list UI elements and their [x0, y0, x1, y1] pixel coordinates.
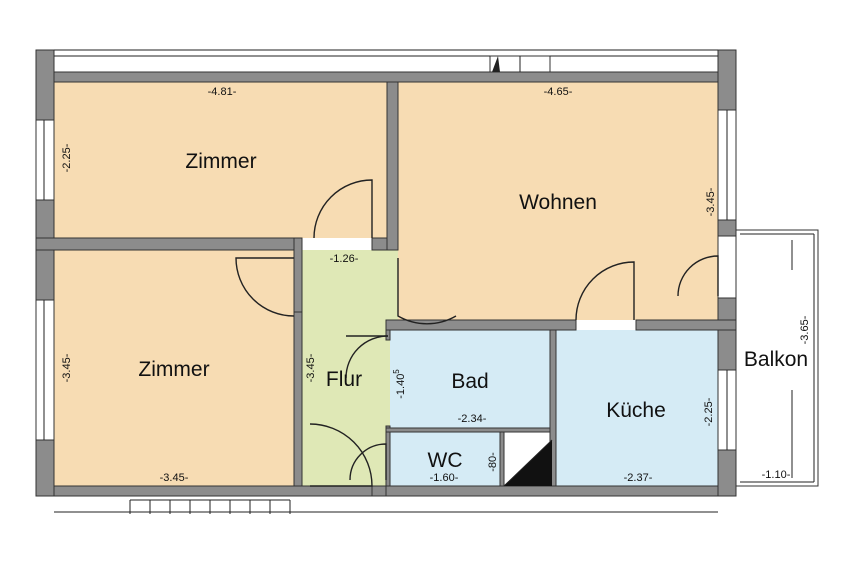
- dim-bad-depth-sup: 5: [392, 369, 401, 374]
- balkon: [735, 229, 819, 487]
- dim-zimmer-bottom-depth: -3.45-: [61, 353, 73, 382]
- dim-kueche-depth: -2.25-: [703, 397, 715, 426]
- zimmer-bottom-fill: [54, 250, 298, 486]
- dim-balkon-depth: -3.65-: [799, 315, 811, 344]
- dim-wc-width: -1.60-: [430, 472, 459, 484]
- dim-zimmer-top-depth: -2.25-: [61, 143, 73, 172]
- dim-wohnen-width: -4.65-: [544, 86, 573, 98]
- dim-zimmer-bottom-width: -3.45-: [160, 472, 189, 484]
- interior-walls: [35, 81, 737, 497]
- kueche-fill: [556, 330, 718, 486]
- dim-zimmer-top-width: -4.81-: [208, 86, 237, 98]
- dim-wohnen-depth: -3.45-: [705, 187, 717, 216]
- dim-bad-depth: -1.405: [392, 369, 407, 399]
- dim-bad-width: -2.34-: [458, 413, 487, 425]
- windows: [35, 55, 737, 451]
- dim-kueche-width: -2.37-: [624, 472, 653, 484]
- dim-balkon-width: -1.10-: [762, 469, 791, 481]
- room-label-zimmer-top: Zimmer: [185, 150, 256, 173]
- room-label-wc: WC: [428, 449, 463, 472]
- wc-fill: [390, 432, 500, 486]
- flur-fill: [298, 250, 398, 486]
- wohnen-fill: [398, 82, 718, 320]
- room-label-bad: Bad: [451, 370, 488, 393]
- dim-flur-opening: -1.26-: [330, 253, 359, 265]
- room-label-balkon: Balkon: [744, 348, 808, 371]
- doors: [235, 179, 719, 487]
- room-label-wohnen: Wohnen: [519, 191, 597, 214]
- radiator-marks: [129, 499, 291, 514]
- room-label-zimmer-bottom: Zimmer: [138, 358, 209, 381]
- dim-flur-depth: -3.45-: [305, 353, 317, 382]
- zimmer-top-fill: [54, 82, 387, 238]
- room-label-flur: Flur: [326, 368, 362, 391]
- room-label-kueche: Küche: [606, 399, 666, 422]
- bad-fill: [390, 330, 550, 428]
- dim-wc-depth: -80-: [487, 452, 499, 472]
- dim-bad-depth-main: -1.40: [395, 374, 407, 399]
